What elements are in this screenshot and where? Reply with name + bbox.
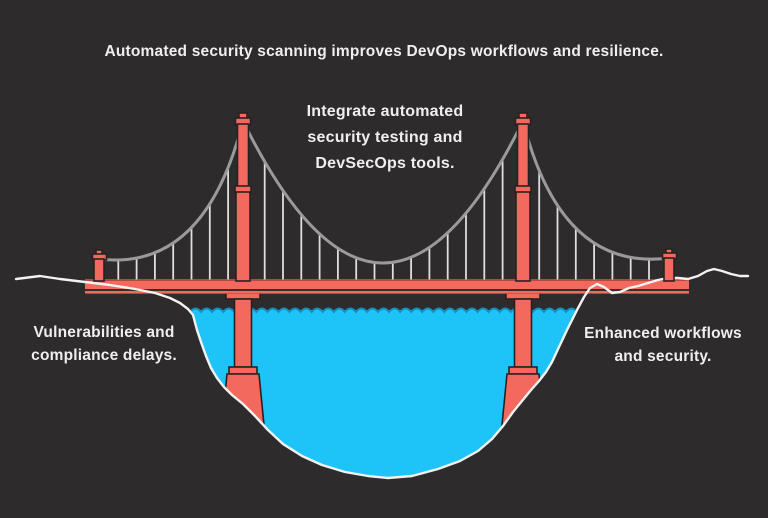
terrain-profile-line — [14, 267, 750, 480]
right-shore — [388, 269, 768, 518]
right-tower-neck — [516, 123, 530, 189]
problem-label: Vulnerabilities and compliance delays. — [31, 324, 177, 364]
bridge-solution-label: Integrate automated security testing and… — [306, 103, 464, 172]
deck-separator — [85, 289, 689, 291]
right-tower-column — [515, 191, 531, 282]
water — [188, 309, 577, 478]
water-surface-edge — [189, 307, 578, 314]
left-tower-column — [235, 191, 251, 282]
left-shore — [0, 276, 388, 518]
right-pier-capital — [505, 292, 541, 300]
deck-underside — [85, 291, 689, 294]
left-anchor-post — [93, 258, 105, 282]
left-pier-capital — [225, 292, 261, 300]
deck-top-line — [85, 279, 689, 282]
left-pier-pedestal — [228, 366, 258, 375]
right-pier-column — [513, 298, 533, 368]
right-anchor-post — [663, 257, 675, 282]
page-title: Automated security scanning improves Dev… — [104, 43, 664, 60]
left-tower-neck — [236, 123, 250, 189]
bridge-towers — [91, 112, 678, 282]
left-pier-column — [233, 298, 253, 368]
right-pier-pedestal — [508, 366, 538, 375]
bridge-deck — [85, 279, 689, 294]
outcome-label: Enhanced workflows and security. — [584, 325, 742, 365]
main-cable — [97, 116, 671, 265]
deck-main — [85, 281, 689, 289]
